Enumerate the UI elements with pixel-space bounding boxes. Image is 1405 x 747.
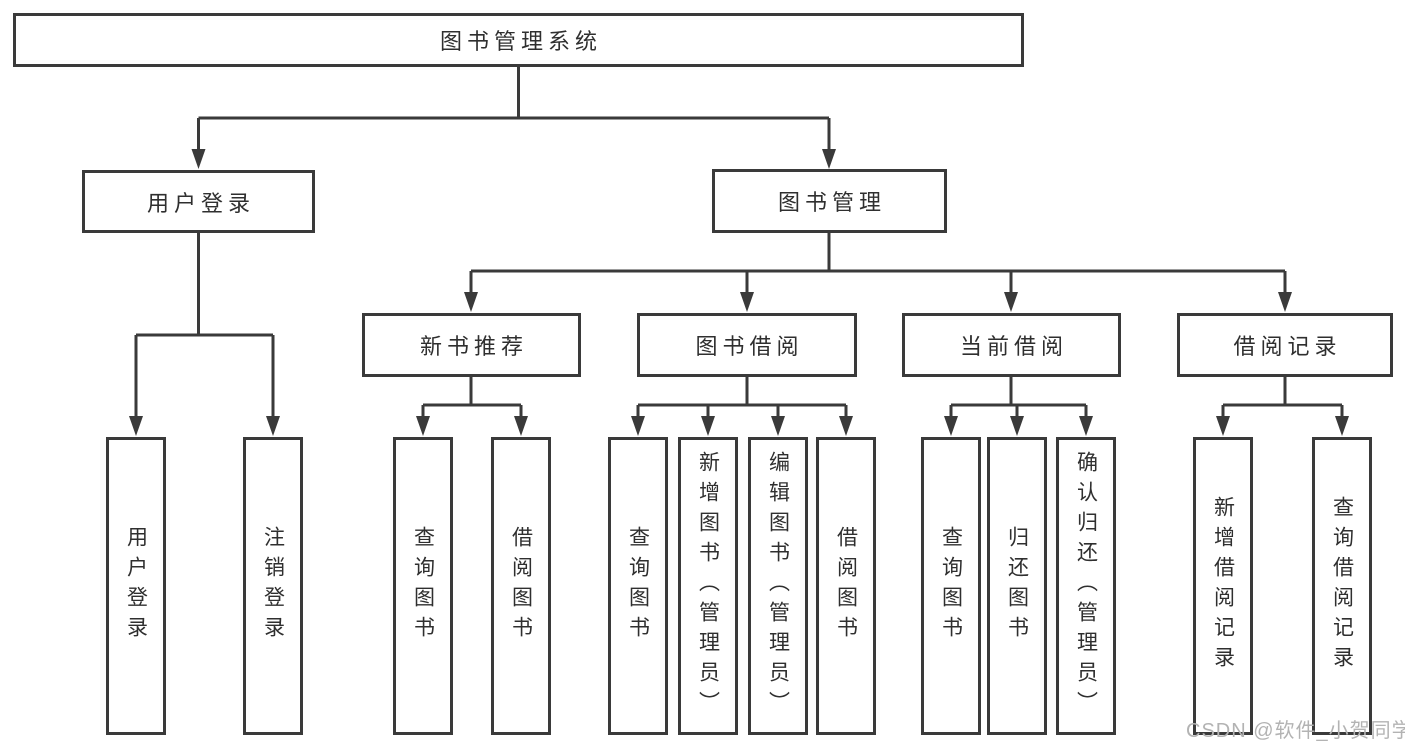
watermark: CSDN @软件_小贺同学 bbox=[1186, 720, 1405, 742]
leaf-return-books: 归还图书 bbox=[987, 437, 1047, 735]
node-label: 图书管理 bbox=[777, 190, 886, 215]
node-label: 查询借阅记录 bbox=[1330, 496, 1354, 676]
leaf-query-books-recommend: 查询图书 bbox=[393, 437, 453, 735]
node-book-borrowing: 图书借阅 bbox=[637, 313, 857, 377]
node-label: 用户登录 bbox=[146, 190, 255, 216]
node-book-management: 图书管理 bbox=[712, 169, 947, 233]
leaf-add-borrow-record: 新增借阅记录 bbox=[1193, 437, 1253, 735]
leaf-user-login: 用户登录 bbox=[106, 437, 166, 735]
node-label: 新增借阅记录 bbox=[1211, 496, 1235, 676]
leaf-borrow-books: 借阅图书 bbox=[816, 437, 876, 735]
leaf-add-books-admin: 新增图书（管理员） bbox=[678, 437, 738, 735]
node-label: 当前借阅 bbox=[959, 334, 1068, 359]
node-label: 新书推荐 bbox=[419, 334, 528, 359]
leaf-confirm-return-admin: 确认归还（管理员） bbox=[1056, 437, 1116, 735]
node-label: 图书管理系统 bbox=[439, 29, 602, 54]
leaf-edit-books-admin: 编辑图书（管理员） bbox=[748, 437, 808, 735]
node-current-borrowing: 当前借阅 bbox=[902, 313, 1121, 377]
node-user-login: 用户登录 bbox=[82, 170, 315, 233]
node-library-management-system: 图书管理系统 bbox=[13, 13, 1024, 67]
node-label: 借阅图书 bbox=[834, 526, 858, 646]
node-label: 确认归还（管理员） bbox=[1074, 451, 1098, 721]
node-label: 查询图书 bbox=[939, 526, 963, 646]
leaf-borrow-books-recommend: 借阅图书 bbox=[491, 437, 551, 735]
arrowheads bbox=[129, 149, 1349, 436]
node-label: 注销登录 bbox=[261, 526, 285, 646]
node-label: 用户登录 bbox=[124, 526, 148, 646]
leaf-query-borrow-record: 查询借阅记录 bbox=[1312, 437, 1372, 735]
leaf-query-books-current: 查询图书 bbox=[921, 437, 981, 735]
node-new-book-recommend: 新书推荐 bbox=[362, 313, 581, 377]
node-borrowing-records: 借阅记录 bbox=[1177, 313, 1393, 377]
leaf-logout: 注销登录 bbox=[243, 437, 303, 735]
node-label: 归还图书 bbox=[1005, 526, 1029, 646]
node-label: 查询图书 bbox=[626, 526, 650, 646]
node-label: 图书借阅 bbox=[695, 334, 804, 359]
node-label: 借阅图书 bbox=[509, 526, 533, 646]
node-label: 借阅记录 bbox=[1233, 334, 1342, 359]
node-label: 新增图书（管理员） bbox=[696, 451, 720, 721]
leaf-query-books-borrowing: 查询图书 bbox=[608, 437, 668, 735]
node-label: 查询图书 bbox=[411, 526, 435, 646]
node-label: 编辑图书（管理员） bbox=[766, 451, 790, 721]
